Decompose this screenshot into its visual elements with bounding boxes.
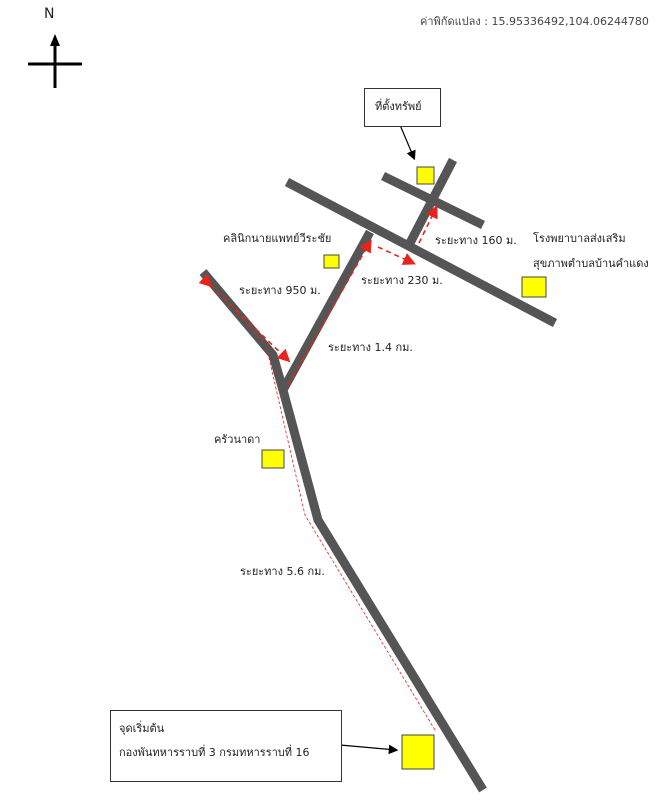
distance-230: ระยะทาง 230 ม.	[361, 274, 443, 287]
start-marker	[401, 734, 435, 770]
property-road	[381, 171, 485, 230]
start-place: กองพันทหารราบที่ 3 กรมทหารราบที่ 16	[119, 746, 310, 759]
property-label: ที่ตั้งทรัพย์	[375, 100, 422, 113]
distance-1-4: ระยะทาง 1.4 กม.	[328, 341, 413, 354]
start-title: จุดเริ่มต้น	[119, 722, 165, 735]
hospital-marker	[521, 276, 547, 298]
distance-160: ระยะทาง 160 ม.	[435, 234, 517, 247]
hospital-label-1: โรงพยาบาลส่งเสริม	[533, 232, 626, 245]
roads	[199, 157, 558, 793]
main-road	[278, 229, 487, 793]
markers	[261, 166, 547, 770]
distance-950: ระยะทาง 950 ม.	[239, 284, 321, 297]
cross-road	[284, 178, 558, 327]
property-marker	[416, 166, 435, 185]
start-callout: จุดเริ่มต้น กองพันทหารราบที่ 3 กรมทหารรา…	[110, 710, 342, 782]
restaurant-marker	[261, 449, 285, 469]
property-callout: ที่ตั้งทรัพย์	[364, 88, 441, 127]
restaurant-label: ครัวนาดา	[214, 433, 261, 446]
coordinates-text: ค่าพิกัดแปลง : 15.95336492,104.06244780	[420, 15, 649, 28]
clinic-marker	[323, 254, 340, 269]
hospital-label-2: สุขภาพตำบลบ้านคำแดง	[533, 257, 649, 270]
route-arrows	[198, 205, 438, 731]
clinic-label: คลินิกนายแพทย์วีระชัย	[223, 232, 332, 245]
north-label: N	[44, 6, 55, 22]
compass-icon	[28, 34, 82, 88]
distance-5-6: ระยะทาง 5.6 กม.	[240, 565, 325, 578]
